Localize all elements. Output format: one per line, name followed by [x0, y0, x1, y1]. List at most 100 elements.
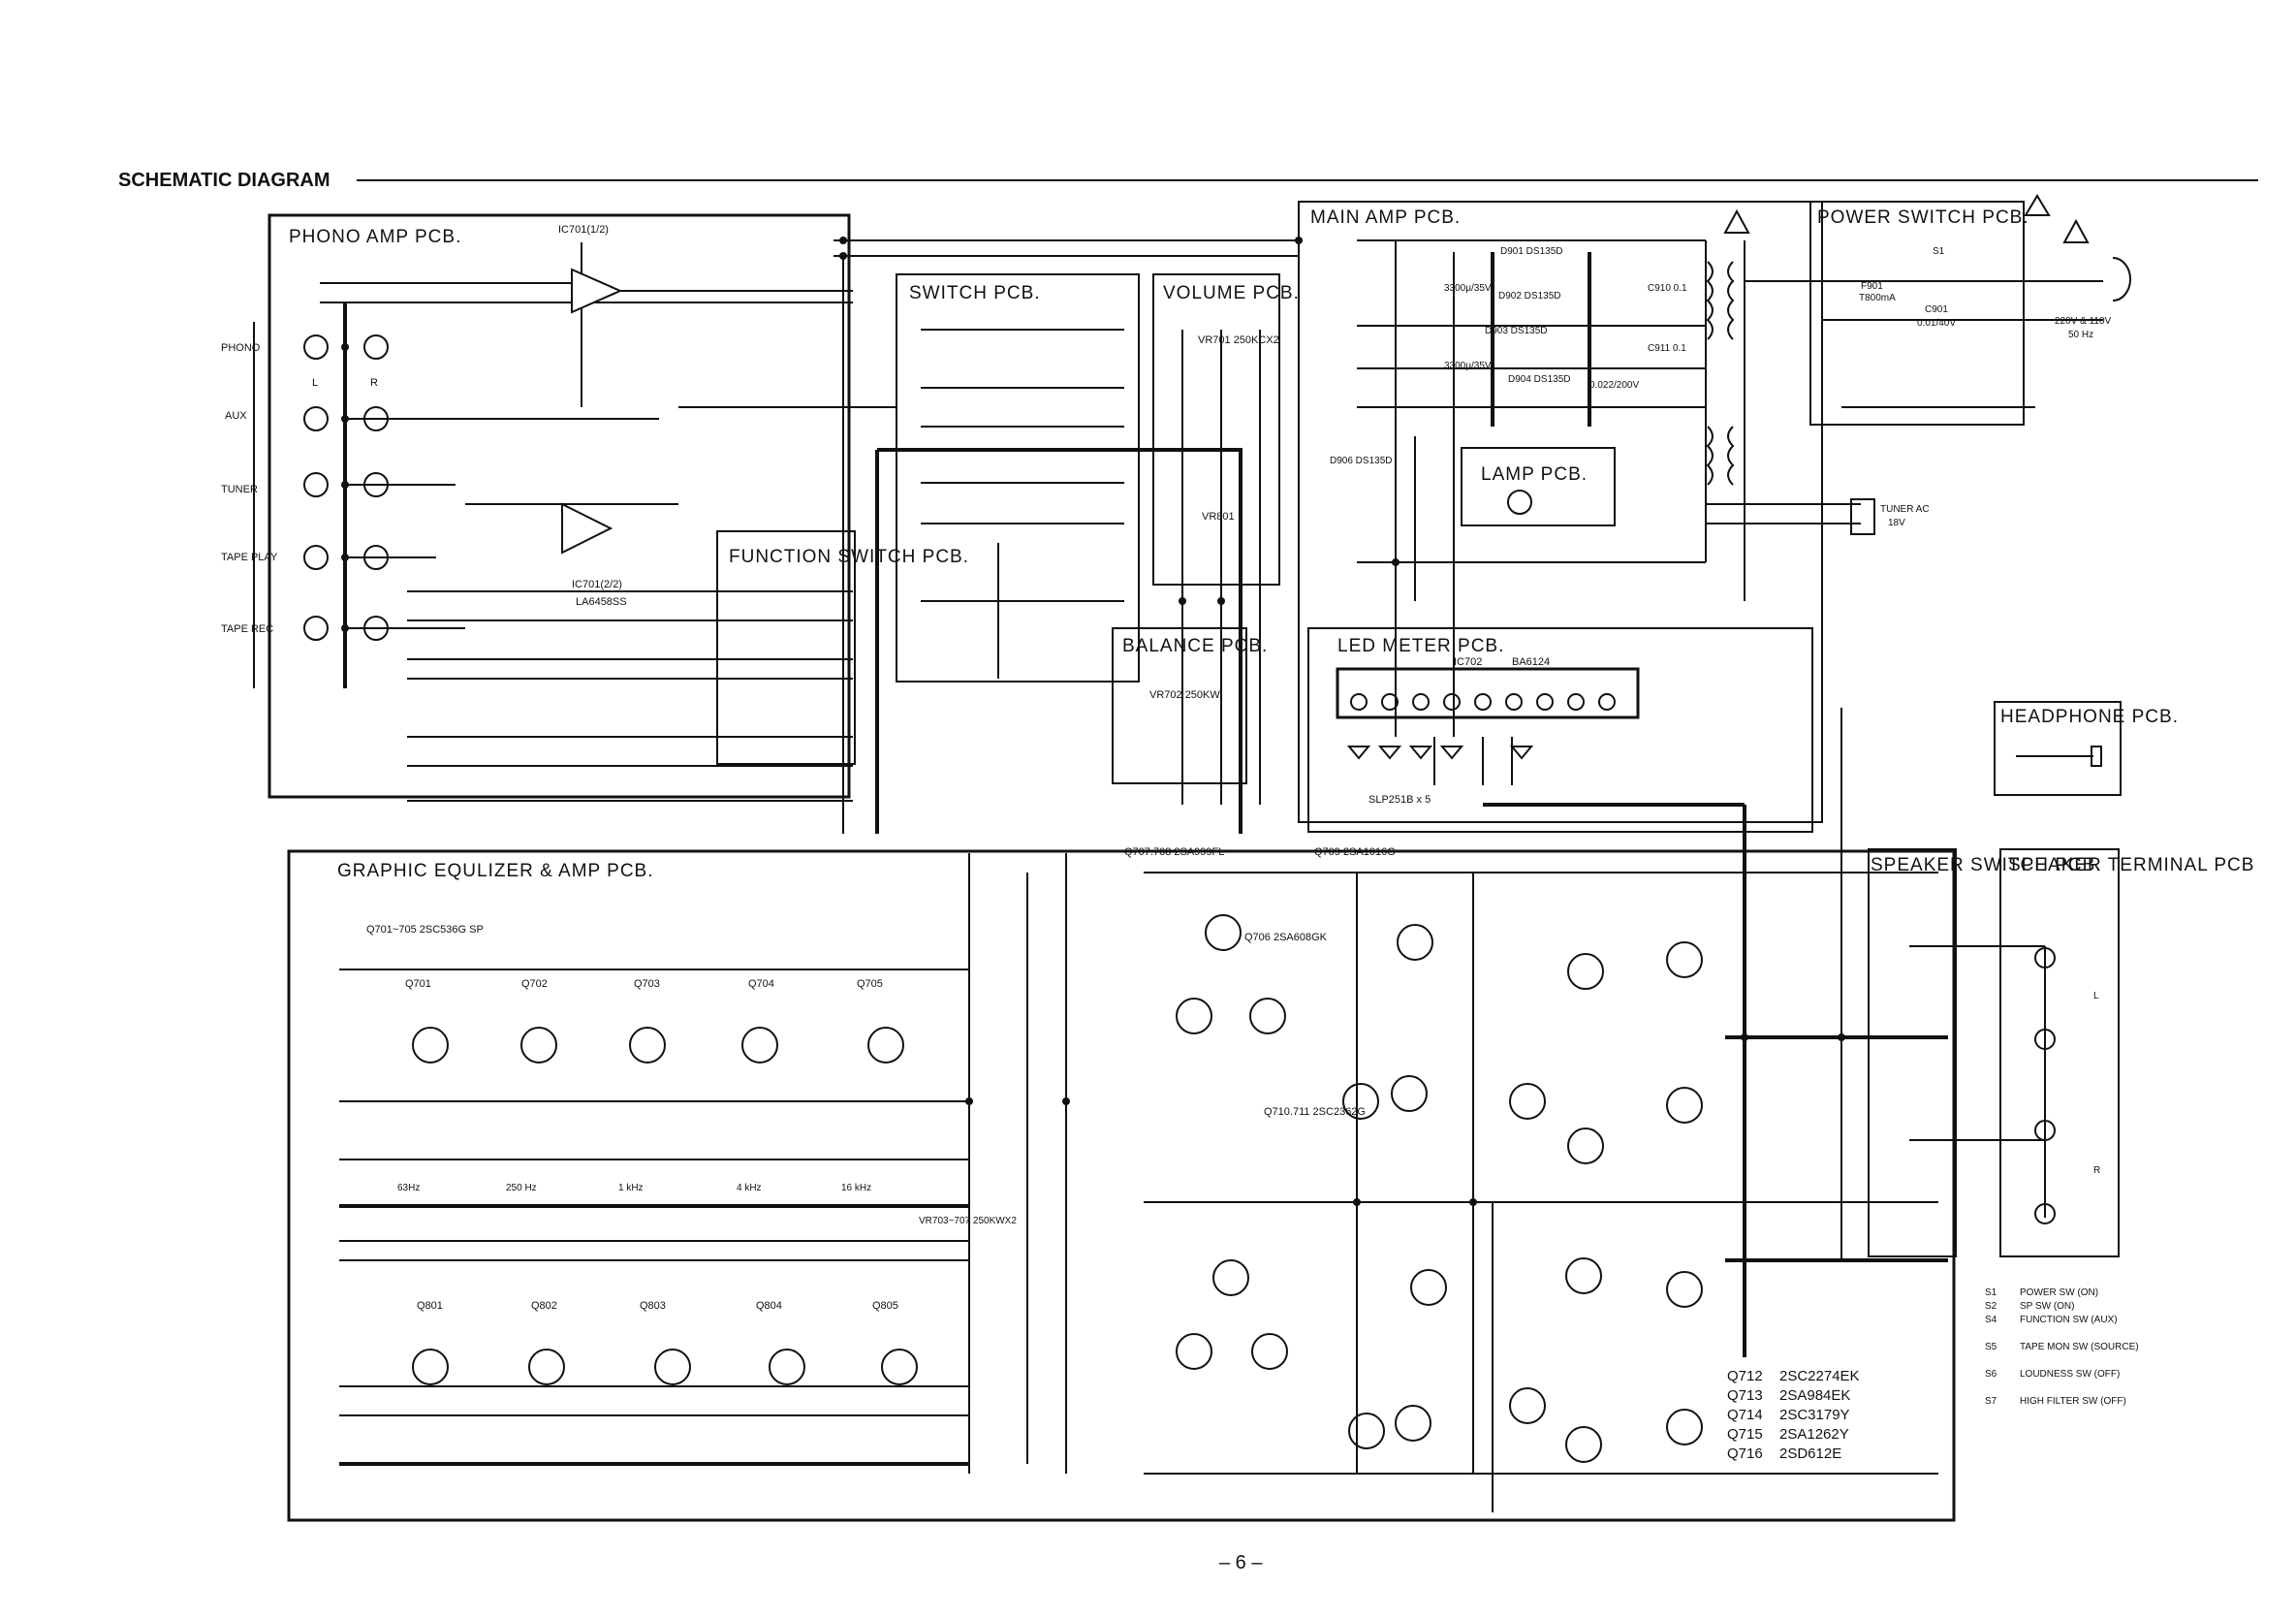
switch-legend: S1 POWER SW (ON) S2 SP SW (ON) S4 FUNCTI… — [1985, 1287, 2139, 1407]
legend-s2-ref: S2 — [1985, 1301, 1997, 1312]
tlist-q713-part: 2SA984EK — [1779, 1387, 1850, 1404]
tlist-q713-ref: Q713 — [1727, 1387, 1763, 1404]
power-diodes: D901 DS135D D902 DS135D D903 DS135D D904… — [1330, 246, 1687, 466]
tlist-q716-part: 2SD612E — [1779, 1445, 1841, 1462]
headphone-jack-symbol — [2091, 746, 2102, 767]
led-meter-pins: SLP251B x 5 — [1346, 693, 1616, 806]
tlist-q716-ref: Q716 — [1727, 1445, 1763, 1462]
main-transistors: Q707.708 2SA999FL Q709 2SA1016G Q706 2SA… — [1124, 846, 1604, 1164]
q710-label: Q710.711 2SC2362G — [1264, 1106, 1366, 1118]
channel-label-right: R — [370, 377, 378, 389]
tlist-q714-ref: Q714 — [1727, 1407, 1763, 1423]
label-lamp-pcb: LAMP PCB. — [1481, 464, 1588, 485]
pcb-boxes — [267, 201, 2122, 1522]
lamp-symbol — [1507, 490, 1532, 515]
cap-c903-label: 3300μ/35V — [1444, 283, 1492, 294]
label-switch-pcb: SWITCH PCB. — [909, 283, 1041, 303]
legend-s1-text: POWER SW (ON) — [2020, 1287, 2098, 1298]
cap-c901-label: C901 — [1925, 304, 1948, 315]
eq-q703-label: Q703 — [634, 978, 660, 990]
fuse-f901-label: F901 — [1861, 281, 1883, 292]
switch-s1-label: S1 — [1933, 246, 1945, 257]
volume-pcb-box — [1152, 273, 1280, 586]
label-balance-pcb: BALANCE PCB. — [1122, 636, 1268, 656]
tlist-q715-ref: Q715 — [1727, 1426, 1763, 1443]
main-amp-pcb-box — [1298, 201, 1823, 823]
eq-q704-label: Q704 — [748, 978, 774, 990]
speaker-output-l: L — [2093, 991, 2099, 1001]
diode-d906-label: D906 DS135D — [1330, 456, 1392, 466]
vr701-label: VR701 250KCX2 — [1198, 334, 1279, 346]
tlist-q714-part: 2SC3179Y — [1779, 1407, 1850, 1423]
junctions — [341, 237, 1845, 1206]
label-speaker-terminal-pcb: SPEAKER TERMINAL PCB — [2008, 855, 2254, 875]
ic701-2-opamp-symbol — [561, 502, 613, 555]
input-label-tuner: TUNER — [221, 484, 258, 495]
graphic-eq-pcb-box — [287, 849, 1956, 1522]
power-switch-pcb-box — [1809, 201, 2025, 426]
legend-s7-text: HIGH FILTER SW (OFF) — [2020, 1396, 2126, 1407]
eq-band-16khz: 16 kHz — [841, 1183, 871, 1193]
jack-tuner-l — [303, 472, 329, 497]
pcb-labels: PHONO AMP PCB. SWITCH PCB. VOLUME PCB. M… — [289, 207, 2254, 881]
label-led-meter-pcb: LED METER PCB. — [1337, 636, 1504, 656]
eq-band-63hz: 63Hz — [397, 1183, 420, 1193]
headphone-pcb-box — [1994, 701, 2122, 796]
q706-label: Q706 2SA608GK — [1244, 932, 1328, 943]
legend-s4-text: FUNCTION SW (AUX) — [2020, 1315, 2118, 1325]
label-speaker-switch-pcb: SPEAKER SWITCH PCB. — [1871, 855, 2102, 875]
tlist-q715-part: 2SA1262Y — [1779, 1426, 1849, 1443]
jack-tape-play-l — [303, 545, 329, 570]
cap-c910-label: C910 0.1 — [1648, 283, 1687, 294]
vr702-label: VR702 250KW — [1149, 689, 1220, 701]
tuner-ac-connector — [1850, 498, 1875, 535]
eq-transistor-type-label: Q701~705 2SC536G SP — [366, 924, 484, 936]
label-main-amp-pcb: MAIN AMP PCB. — [1310, 207, 1461, 228]
ic701-part-label: LA6458SS — [576, 596, 627, 608]
eq-band-1khz: 1 kHz — [618, 1183, 644, 1193]
q709-label: Q709 2SA1016G — [1314, 846, 1396, 858]
led-meter-pcb-box — [1307, 627, 1813, 833]
bottom-transistors — [1176, 941, 1703, 1463]
input-label-aux: AUX — [225, 410, 247, 422]
tlist-q712-ref: Q712 — [1727, 1368, 1763, 1384]
label-phono-amp-pcb: PHONO AMP PCB. — [289, 227, 461, 247]
ic-symbols: IC701(1/2) IC701(2/2) LA6458SS IC702 BA6… — [558, 224, 1550, 668]
ic702-part-label: BA6124 — [1512, 656, 1550, 668]
cap-c904-label: 3300μ/35V — [1444, 361, 1492, 371]
mains-freq-label: 50 Hz — [2068, 330, 2093, 340]
power-section: F901 T800mA S1 C901 0.01/40V 220V & 110V… — [1723, 194, 2131, 535]
tuner-ac-label: TUNER AC — [1880, 504, 1930, 515]
function-switch-pcb-box — [716, 530, 856, 765]
input-label-phono: PHONO — [221, 342, 261, 354]
diode-d902-label: D902 DS135D — [1498, 291, 1560, 302]
eq-q804-label: Q804 — [756, 1300, 782, 1312]
speaker-switch-pcb-box — [1868, 848, 1957, 1257]
fuse-rating-label: T800mA — [1859, 293, 1896, 303]
led-part-label: SLP251B x 5 — [1368, 794, 1431, 806]
legend-s2-text: SP SW (ON) — [2020, 1301, 2074, 1312]
mains-voltage-label: 220V & 110V — [2055, 316, 2112, 327]
eq-q705-label: Q705 — [857, 978, 883, 990]
ic701-1-opamp-symbol — [571, 268, 623, 314]
eq-band-250hz: 250 Hz — [506, 1183, 537, 1193]
lamp-pcb-box — [1461, 447, 1616, 526]
eq-q801-label: Q801 — [417, 1300, 443, 1312]
label-function-switch-pcb: FUNCTION SWITCH PCB. — [729, 547, 969, 567]
eq-q803-label: Q803 — [640, 1300, 666, 1312]
diode-d901-label: D901 DS135D — [1500, 246, 1562, 257]
balance-pcb-box — [1112, 627, 1247, 784]
label-headphone-pcb: HEADPHONE PCB. — [2000, 707, 2179, 727]
tuner-ac-voltage: 18V — [1888, 518, 1905, 528]
cap-c911-label: C911 0.1 — [1648, 343, 1686, 354]
legend-s5-ref: S5 — [1985, 1342, 1997, 1352]
wiring — [320, 239, 2103, 1512]
eq-q802-label: Q802 — [531, 1300, 557, 1312]
page-number: – 6 – — [1219, 1552, 1263, 1573]
jack-phono-r — [363, 334, 389, 360]
eq-band-4khz: 4 kHz — [737, 1183, 762, 1193]
phono-amp-pcb-box — [267, 213, 851, 799]
legend-s4-ref: S4 — [1985, 1315, 1997, 1325]
legend-s1-ref: S1 — [1985, 1287, 1997, 1298]
eq-q701-label: Q701 — [405, 978, 431, 990]
